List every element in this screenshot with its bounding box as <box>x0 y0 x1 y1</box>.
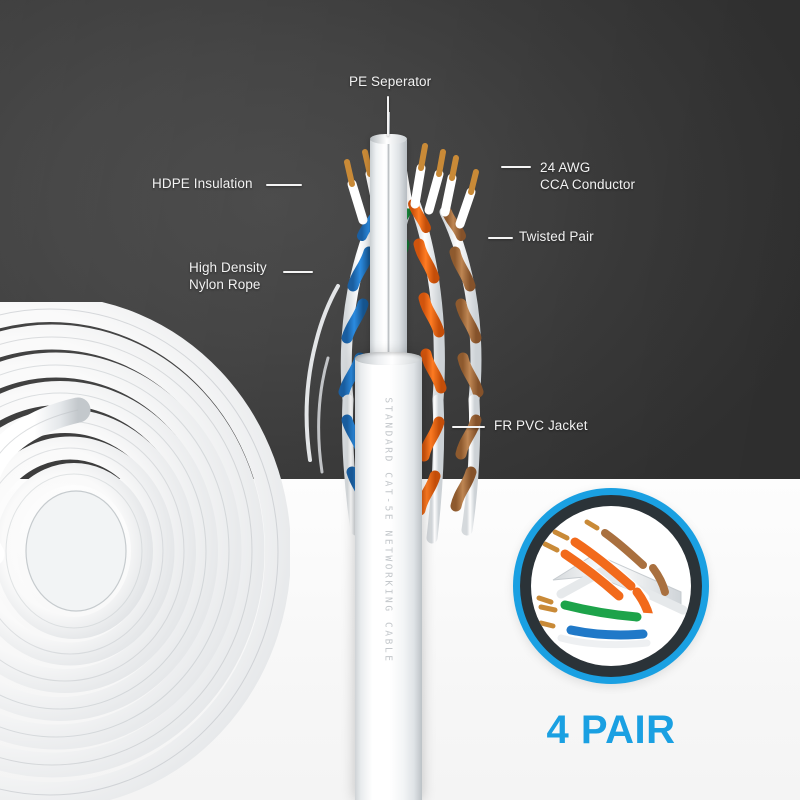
callout-awg-line1: 24 AWG <box>540 160 591 175</box>
callout-nylon-line2: Nylon Rope <box>189 277 261 292</box>
callout-pvc-jacket-label: FR PVC Jacket <box>494 418 588 433</box>
callout-awg-line2: CCA Conductor <box>540 177 636 192</box>
pvc-jacket <box>355 355 422 800</box>
callout-nylon-line1: High Density <box>189 260 267 275</box>
inset-photo-area <box>531 506 691 666</box>
pe-separator <box>370 138 407 370</box>
callout-hdpe-insulation-label: HDPE Insulation <box>152 176 253 191</box>
callout-twisted-pair-leader <box>488 237 513 239</box>
callout-pvc-jacket-leader <box>452 426 485 428</box>
inset-wires-graphic <box>536 519 688 649</box>
callout-awg-conductor-label: 24 AWG CCA Conductor <box>540 159 635 193</box>
coiled-cable-image <box>0 302 290 800</box>
callout-twisted-pair-label: Twisted Pair <box>519 229 594 244</box>
twisted-pair-orange <box>408 143 447 544</box>
coil-graphic <box>0 302 290 800</box>
callout-hdpe-insulation-leader <box>266 184 302 186</box>
cable-cutaway-illustration: STANDARD CAT-5E NETWORKING CABLE <box>252 100 552 800</box>
pe-separator-top-edge <box>370 134 407 144</box>
callout-nylon-rope-leader <box>283 271 313 273</box>
callout-awg-conductor-leader <box>501 166 531 168</box>
callout-pe-separator-label: PE Seperator <box>349 74 432 89</box>
four-pair-inset <box>513 488 709 684</box>
jacket-top-lip <box>355 352 422 365</box>
callout-pe-separator-leader <box>387 96 389 136</box>
twisted-pair-brown <box>439 155 484 536</box>
four-pair-caption: 4 PAIR <box>546 708 676 752</box>
callout-nylon-rope-label: High Density Nylon Rope <box>189 259 267 293</box>
